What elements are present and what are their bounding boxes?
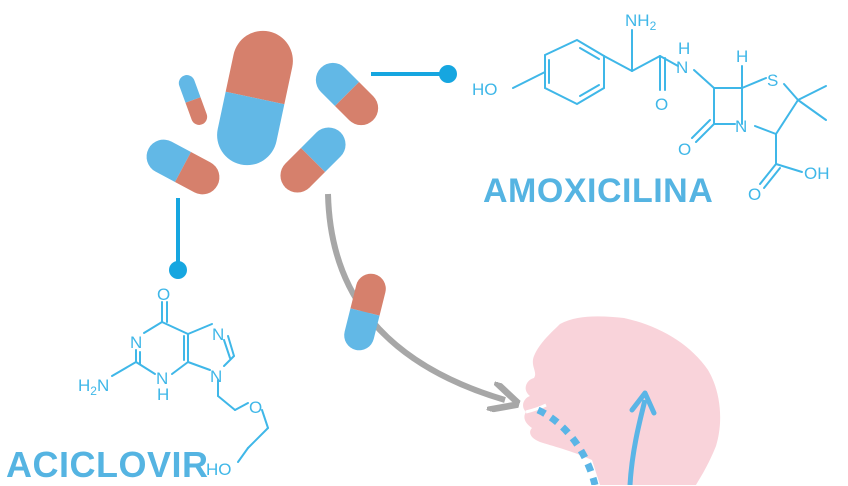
absorption-arrowhead-icon (629, 390, 657, 416)
capsule-left (146, 139, 220, 195)
connector-aciclovir (169, 198, 187, 279)
amox-atom-o2: O (678, 140, 691, 159)
acic-atom-n1: N (130, 333, 142, 352)
acic-atom-o-top: O (157, 285, 170, 304)
capsule-large (217, 30, 293, 166)
amox-atom-h-top: H (736, 47, 748, 66)
capsule-falling (344, 273, 386, 351)
amox-atom-nh-h: H (678, 39, 690, 58)
amox-atom-s: S (767, 71, 778, 90)
mouth-gap (525, 403, 547, 414)
amox-atom-oh: OH (804, 164, 830, 183)
aciclovir-structure (111, 301, 269, 463)
acic-atom-h: H (157, 385, 169, 404)
acic-atom-o-chain: O (249, 398, 262, 417)
acic-atom-n4: N (210, 367, 222, 386)
amox-atom-o1: O (655, 95, 668, 114)
head-silhouette (523, 316, 721, 485)
capsule-small-top (178, 75, 208, 125)
acic-atom-h2n: H2N (78, 376, 109, 398)
amox-atom-nh-n: N (676, 58, 688, 77)
amox-atom-nh2: NH2 (625, 11, 657, 33)
acic-atom-ho: HO (206, 460, 232, 479)
acic-atom-n2: N (156, 369, 168, 388)
amoxicillin-name: AMOXICILINA (483, 172, 714, 210)
amox-atom-n-ring: N (735, 117, 747, 136)
absorption-arrow (627, 399, 648, 485)
acic-atom-n3: N (212, 325, 224, 344)
amoxicillin-structure (512, 29, 827, 189)
amox-atom-o3: O (748, 185, 761, 204)
capsule-top-right (315, 62, 379, 126)
amox-atom-ho: HO (472, 80, 498, 99)
connector-amoxicillin (371, 65, 457, 83)
capsule-right (280, 127, 346, 193)
aciclovir-name: ACICLOVIR (6, 444, 209, 485)
